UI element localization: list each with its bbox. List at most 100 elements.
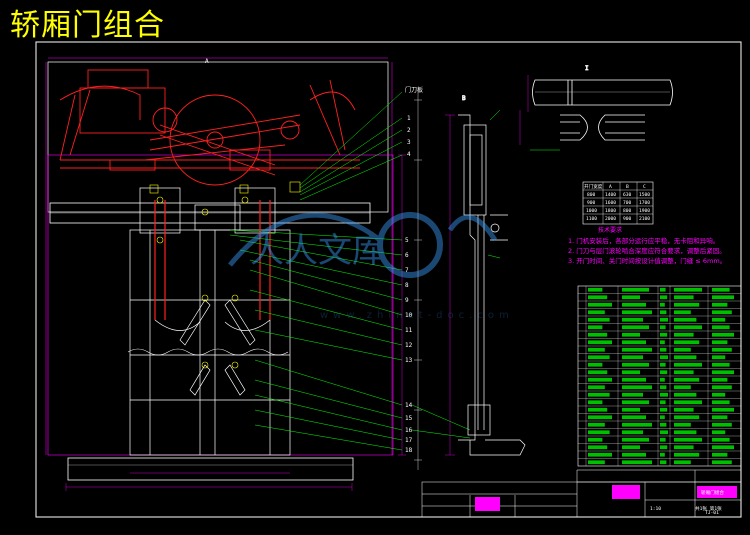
parts-list-cell [588, 347, 605, 352]
parts-list-cell [674, 460, 691, 465]
parts-list-cell [588, 370, 608, 375]
parts-list-cell [622, 317, 643, 322]
svg-text:2100: 2100 [639, 216, 650, 222]
svg-text:15: 15 [405, 415, 413, 422]
parts-list-cell [660, 355, 668, 360]
watermark: www.zhinet-doc.com 人人文库 [228, 212, 509, 321]
parts-list-cell [674, 317, 697, 322]
parts-list-cell [712, 325, 730, 330]
parts-list-cell [588, 377, 612, 382]
title-block-drawing-no: TJ-01 [705, 510, 719, 516]
parts-list-cell [712, 392, 726, 397]
parts-list-cell [674, 452, 700, 457]
parts-list-cell [588, 407, 608, 412]
parts-list-cell [674, 415, 700, 420]
parts-list-cell [622, 422, 652, 427]
svg-text:1: 1 [407, 115, 411, 122]
parts-list-cell [660, 452, 665, 457]
plan-view-label: A [205, 58, 209, 65]
parts-list-cell [588, 452, 612, 457]
svg-text:2: 2 [407, 127, 411, 134]
parts-list-cell [588, 437, 603, 442]
side-section-view: B [445, 95, 526, 456]
parts-list-cell [622, 302, 646, 307]
parts-list-cell [674, 445, 694, 450]
parts-list-cell [660, 377, 665, 382]
svg-text:人人文库: 人人文库 [250, 231, 386, 271]
parts-list-cell [712, 452, 728, 457]
parts-list-cell [712, 295, 734, 300]
svg-text:技术要求: 技术要求 [598, 226, 622, 234]
parts-list-cell [622, 347, 652, 352]
parts-list-cell [660, 287, 666, 292]
parts-list-cell [712, 445, 734, 450]
outer-border [35, 41, 742, 518]
parts-list-cell [674, 430, 697, 435]
svg-text:1. 门机安装后，各部分运行应平稳，无卡阻和异响。: 1. 门机安装后，各部分运行应平稳，无卡阻和异响。 [568, 236, 719, 245]
title-block [421, 469, 742, 518]
svg-text:700: 700 [623, 200, 632, 206]
parts-list-cell [622, 392, 643, 397]
detail-view-label: I [585, 65, 589, 72]
parts-list-cell [674, 392, 697, 397]
parts-list-cell [622, 415, 646, 420]
parts-list-cell [660, 325, 666, 330]
parts-list-cell [712, 437, 730, 442]
parts-list-cell [622, 370, 640, 375]
parts-list-cell [674, 332, 694, 337]
parts-list-cell [674, 385, 691, 390]
parts-list-cell [622, 377, 646, 382]
parts-list-cell [712, 302, 728, 307]
svg-text:8: 8 [405, 282, 409, 289]
technical-requirements: 技术要求 1. 门机安装后，各部分运行应平稳，无卡阻和异响。 2. 门刀与层门滚… [568, 226, 726, 265]
parts-list-cell [622, 460, 652, 465]
svg-text:16: 16 [405, 427, 413, 434]
svg-text:1700: 1700 [639, 200, 650, 206]
parts-list-cell [660, 332, 668, 337]
parts-list-cell [660, 310, 667, 315]
parts-list-cell [674, 362, 702, 367]
parts-list-cell [674, 287, 702, 292]
svg-text:A: A [609, 184, 612, 190]
parts-list-cell [712, 430, 726, 435]
parts-list-cell [660, 422, 667, 427]
svg-text:3: 3 [407, 139, 411, 146]
svg-text:1000: 1000 [586, 208, 597, 214]
svg-text:开门宽度: 开门宽度 [584, 183, 603, 190]
parts-list-cell [712, 377, 728, 382]
svg-text:11: 11 [405, 327, 413, 334]
parts-list-cell [674, 325, 702, 330]
parts-list-cell [588, 287, 603, 292]
parts-list-cell [674, 340, 700, 345]
svg-text:900: 900 [623, 216, 632, 222]
parts-list-cell [622, 437, 649, 442]
parts-list-cell [588, 400, 603, 405]
parts-list-cell [660, 295, 668, 300]
parts-list-cell [588, 422, 605, 427]
svg-text:4: 4 [407, 151, 411, 158]
svg-text:17: 17 [405, 437, 413, 444]
parts-list-cell [660, 407, 668, 412]
svg-text:门刀板: 门刀板 [405, 86, 423, 94]
svg-text:9: 9 [405, 297, 409, 304]
parts-list-cell [622, 445, 640, 450]
parts-list-cell [622, 452, 646, 457]
parts-list-cell [712, 347, 732, 352]
parts-list-cell [588, 332, 608, 337]
parts-list-cell [712, 460, 732, 465]
svg-text:1800: 1800 [605, 208, 616, 214]
parts-list-cell [712, 415, 728, 420]
title-block-scale: 1:10 [650, 506, 661, 512]
parts-list-cell [712, 362, 730, 367]
title-block-sheet: 共1张 第1张 [695, 505, 722, 512]
parts-list-cell [588, 430, 610, 435]
parts-list-cell [660, 302, 665, 307]
svg-text:630: 630 [623, 192, 632, 198]
parts-list-cell [622, 400, 649, 405]
parts-list-cell [622, 430, 643, 435]
drawing-title: 轿厢门组合 [10, 8, 165, 43]
parts-list-cell [588, 310, 605, 315]
parts-list-cell [712, 370, 734, 375]
svg-text:900: 900 [587, 200, 596, 206]
svg-text:800: 800 [587, 192, 596, 198]
